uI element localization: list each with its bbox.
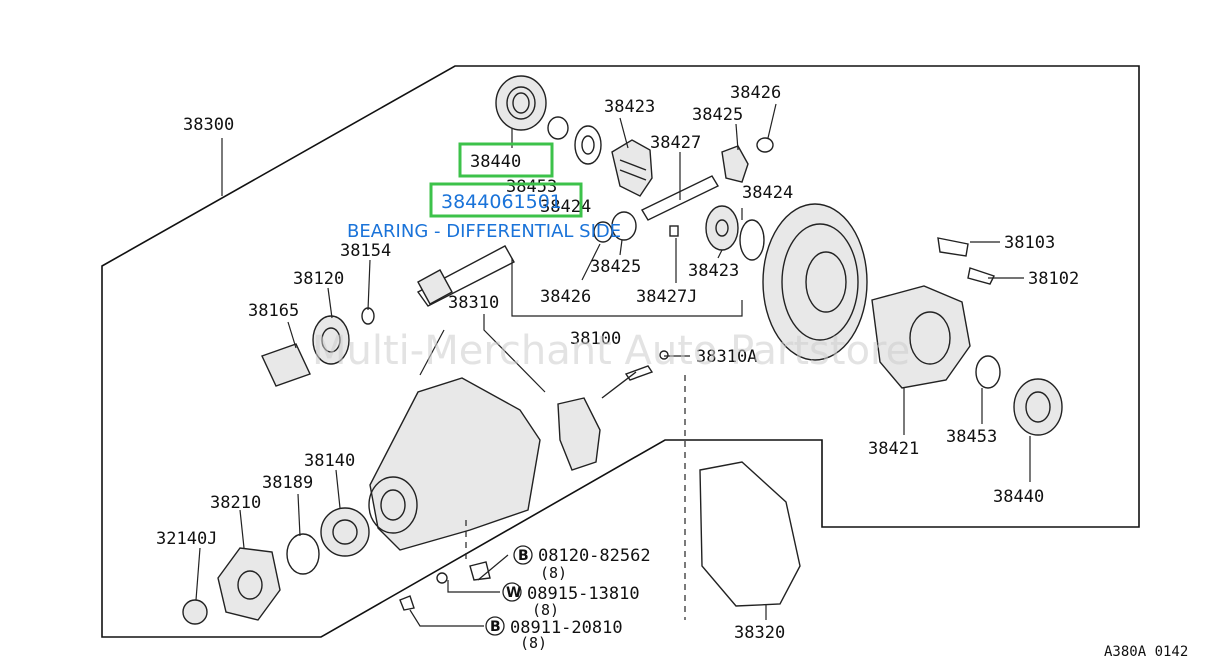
companion-flange-icon[interactable] — [182, 547, 281, 625]
label-38440-right[interactable]: 38440 — [993, 487, 1044, 507]
highlight-box-part — [458, 142, 554, 178]
highlight-box-full-number — [429, 182, 583, 218]
side-gear-lower-icon — [705, 205, 765, 261]
label-38424-right[interactable]: 38424 — [742, 183, 793, 203]
label-38120[interactable]: 38120 — [293, 269, 344, 289]
svg-text:08915-13810: 08915-13810 — [527, 584, 640, 604]
diagram-reference: A380A 0142 — [1104, 644, 1188, 660]
label-38427[interactable]: 38427 — [650, 133, 701, 153]
ring-gear-bolt-icon — [937, 237, 995, 285]
carrier-housing-icon[interactable] — [368, 371, 637, 551]
svg-text:W: W — [506, 585, 521, 601]
gasket-icon[interactable] — [699, 461, 801, 607]
bolt-callout-3[interactable]: B 08911-20810 (8) — [485, 616, 623, 652]
label-38426-lower[interactable]: 38426 — [540, 287, 591, 307]
label-38421[interactable]: 38421 — [868, 439, 919, 459]
label-38423-lower[interactable]: 38423 — [688, 261, 739, 281]
svg-text:B: B — [490, 619, 501, 635]
shim-icon — [547, 116, 602, 165]
pinion-bearing-icon — [261, 315, 350, 387]
subassembly-bracket — [511, 258, 743, 317]
highlight-description: BEARING - DIFFERENTIAL SIDE — [347, 221, 621, 242]
label-38102[interactable]: 38102 — [1028, 269, 1079, 289]
leader-lines — [195, 103, 1031, 627]
bolt-callout-2[interactable]: W 08915-13810 (8) — [502, 582, 640, 619]
pinion-shaft-icon — [641, 175, 719, 221]
pinion-mate-top-icon — [721, 137, 774, 183]
label-38453-right[interactable]: 38453 — [946, 427, 997, 447]
svg-text:08911-20810: 08911-20810 — [510, 618, 623, 638]
side-gear-top-icon — [611, 139, 653, 197]
differential-case-icon[interactable] — [871, 285, 971, 389]
bearing-top-icon[interactable] — [495, 75, 547, 131]
label-38140[interactable]: 38140 — [304, 451, 355, 471]
ring-gear-icon[interactable] — [762, 203, 868, 361]
front-bearing-icon — [286, 507, 370, 575]
label-38189[interactable]: 38189 — [262, 473, 313, 493]
bearing-right-icon[interactable] — [975, 355, 1063, 436]
svg-text:(8): (8) — [520, 634, 547, 652]
watermark-text: Multi-Merchant Auto Partstore — [312, 328, 910, 374]
label-38310[interactable]: 38310 — [448, 293, 499, 313]
housing-bolt-icon — [399, 350, 669, 611]
highlight-full-number[interactable]: 3844061501 — [441, 191, 562, 213]
bolt-callout-1[interactable]: B 08120-82562 (8) — [513, 545, 651, 582]
label-38320[interactable]: 38320 — [734, 623, 785, 643]
label-38310A[interactable]: 38310A — [696, 347, 757, 367]
label-38103[interactable]: 38103 — [1004, 233, 1055, 253]
label-38100[interactable]: 38100 — [570, 329, 621, 349]
assembly-frame — [101, 65, 1140, 638]
label-38154[interactable]: 38154 — [340, 241, 391, 261]
label-38426-top[interactable]: 38426 — [730, 83, 781, 103]
label-38424-top[interactable]: 38424 — [540, 197, 591, 217]
label-38425-top[interactable]: 38425 — [692, 105, 743, 125]
label-32140J[interactable]: 32140J — [156, 529, 217, 549]
highlight-part-number[interactable]: 38440 — [470, 152, 521, 172]
pinion-mate-lower-icon — [593, 211, 679, 243]
svg-text:(8): (8) — [532, 601, 559, 619]
label-38427J[interactable]: 38427J — [636, 287, 697, 307]
label-38210[interactable]: 38210 — [210, 493, 261, 513]
label-38165[interactable]: 38165 — [248, 301, 299, 321]
svg-text:08120-82562: 08120-82562 — [538, 546, 651, 566]
label-38453-top[interactable]: 38453 — [506, 177, 557, 197]
label-38423-top[interactable]: 38423 — [604, 97, 655, 117]
label-38425-lower[interactable]: 38425 — [590, 257, 641, 277]
svg-text:B: B — [518, 548, 529, 564]
label-38300[interactable]: 38300 — [183, 115, 234, 135]
svg-text:(8): (8) — [540, 564, 567, 582]
